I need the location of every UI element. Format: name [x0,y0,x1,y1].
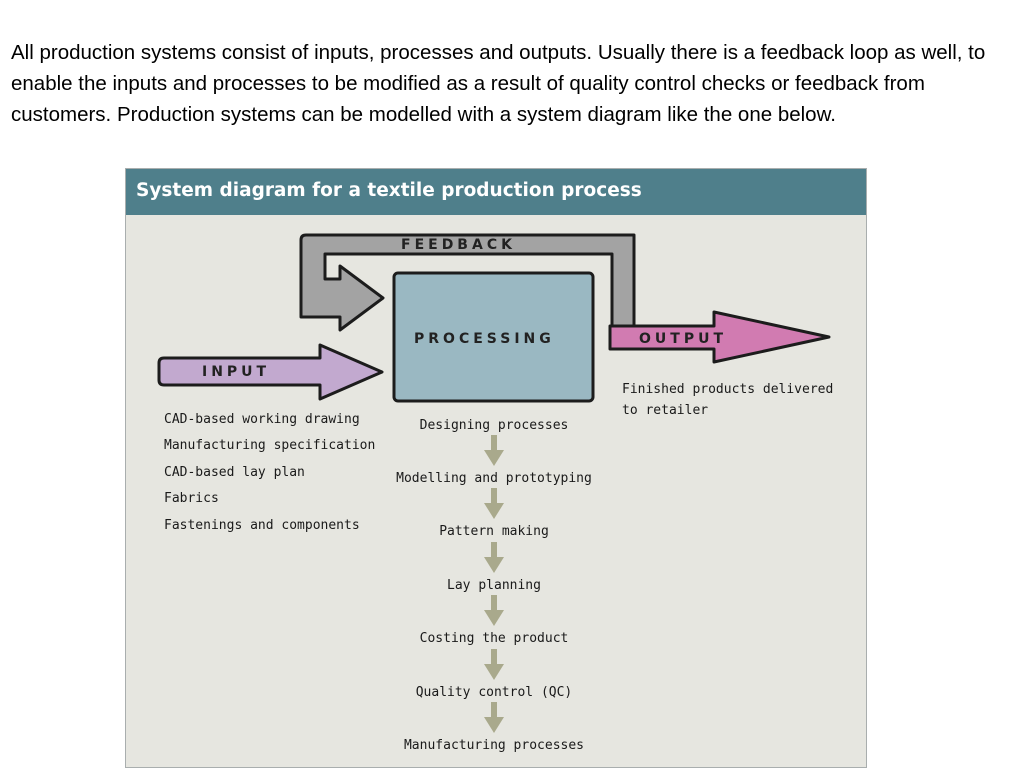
process-step: Manufacturing processes [404,738,584,753]
output-label: OUTPUT [639,331,727,347]
system-diagram-svg: FEEDBACK OUTPUT INPUT PROCESSING CAD-bas… [157,233,833,753]
output-arrow [608,310,831,364]
input-label: INPUT [202,364,270,380]
system-diagram-panel: System diagram for a textile production … [125,168,867,768]
input-item: CAD-based lay plan [164,465,305,480]
step-down-arrow [484,595,504,626]
input-item: Fabrics [164,491,219,506]
processing-box [392,271,595,403]
process-step: Quality control (QC) [416,685,573,700]
intro-paragraph: All production systems consist of inputs… [11,41,986,126]
step-arrows [484,435,504,733]
step-down-arrow [484,488,504,519]
step-down-arrow [484,649,504,680]
input-item: Fastenings and components [164,518,360,533]
diagram-title: System diagram for a textile production … [126,169,866,215]
output-description-line: Finished products delivered [622,382,833,397]
processing-label: PROCESSING [414,331,555,347]
step-down-arrow [484,435,504,466]
input-item: CAD-based working drawing [164,412,360,427]
step-down-arrow [484,702,504,733]
feedback-label: FEEDBACK [401,237,516,253]
output-description-line: to retailer [622,403,708,418]
feedback-loop-arrow [299,233,636,332]
process-step: Lay planning [447,578,541,593]
process-step: Designing processes [420,418,569,433]
process-step: Pattern making [439,524,549,539]
process-step: Costing the product [420,631,569,646]
input-arrow [157,343,384,401]
step-down-arrow [484,542,504,573]
process-step: Modelling and prototyping [396,471,592,486]
input-item: Manufacturing specification [164,438,375,453]
